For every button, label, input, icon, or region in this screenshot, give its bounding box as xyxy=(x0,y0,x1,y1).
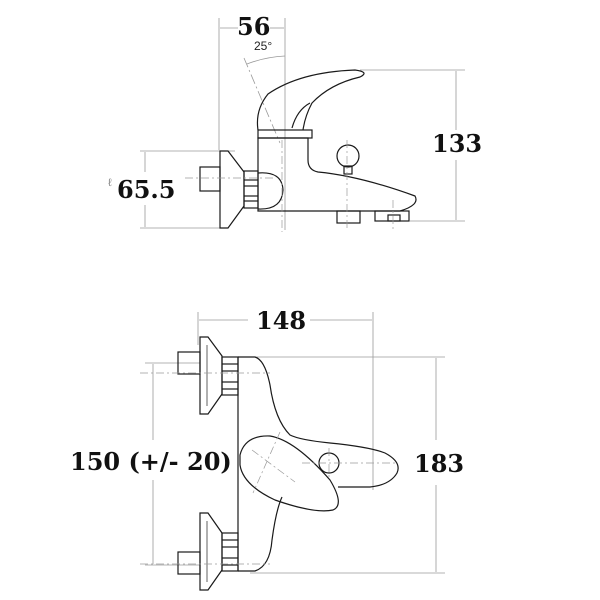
dimension-projection: 148 xyxy=(256,306,307,335)
top-dimension-lines xyxy=(145,312,445,574)
dimension-height: 133 xyxy=(432,129,483,158)
diameter-symbol-icon: ℓ xyxy=(108,177,112,189)
side-view xyxy=(140,18,465,232)
dimension-flange-diameter: 65.5 xyxy=(117,175,176,204)
side-dimension-lines xyxy=(140,18,465,230)
dimension-lever-angle: 25° xyxy=(254,39,273,53)
dimension-inlet-centers: 150 (+/- 20) xyxy=(70,447,232,476)
top-view xyxy=(140,312,445,591)
dimension-overall-width: 183 xyxy=(414,449,465,478)
dimension-lever-offset: 56 xyxy=(237,12,271,41)
